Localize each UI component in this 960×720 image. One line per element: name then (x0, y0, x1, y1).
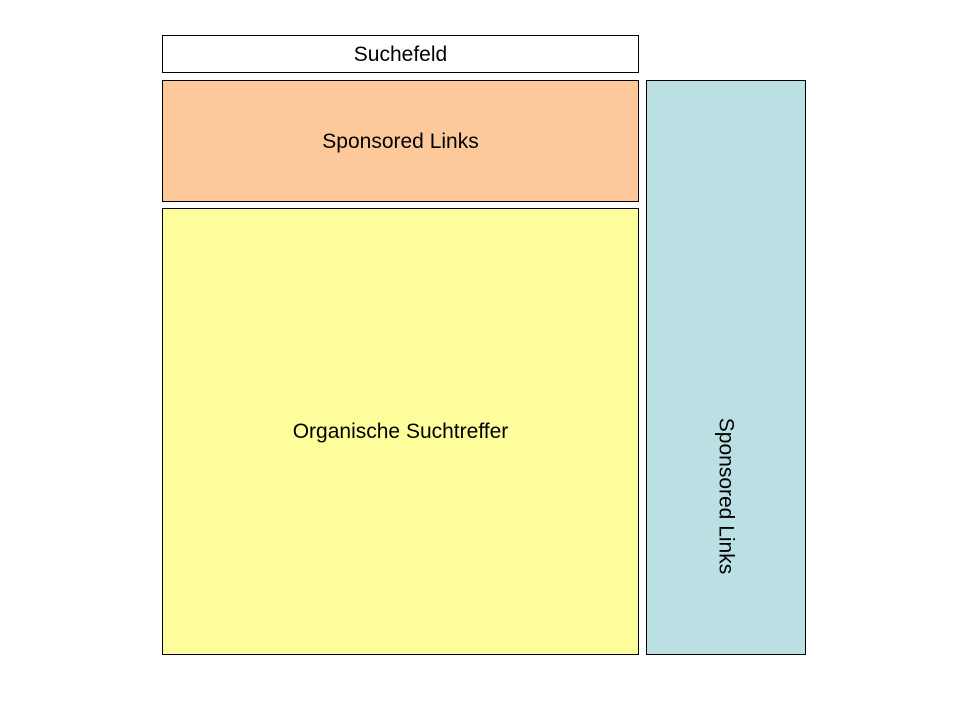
organic-results-label: Organische Suchtreffer (292, 420, 509, 443)
sponsored-links-side-block: Sponsored Links (646, 80, 806, 655)
sponsored-links-top-block: Sponsored Links (162, 80, 639, 202)
sponsored-links-side-label: Sponsored Links (714, 417, 738, 575)
organic-results-block: Organische Suchtreffer (162, 208, 639, 655)
search-field-block: Suchefeld (162, 35, 639, 73)
sponsored-links-top-label: Sponsored Links (322, 129, 479, 153)
search-field-label: Suchefeld (353, 42, 448, 66)
